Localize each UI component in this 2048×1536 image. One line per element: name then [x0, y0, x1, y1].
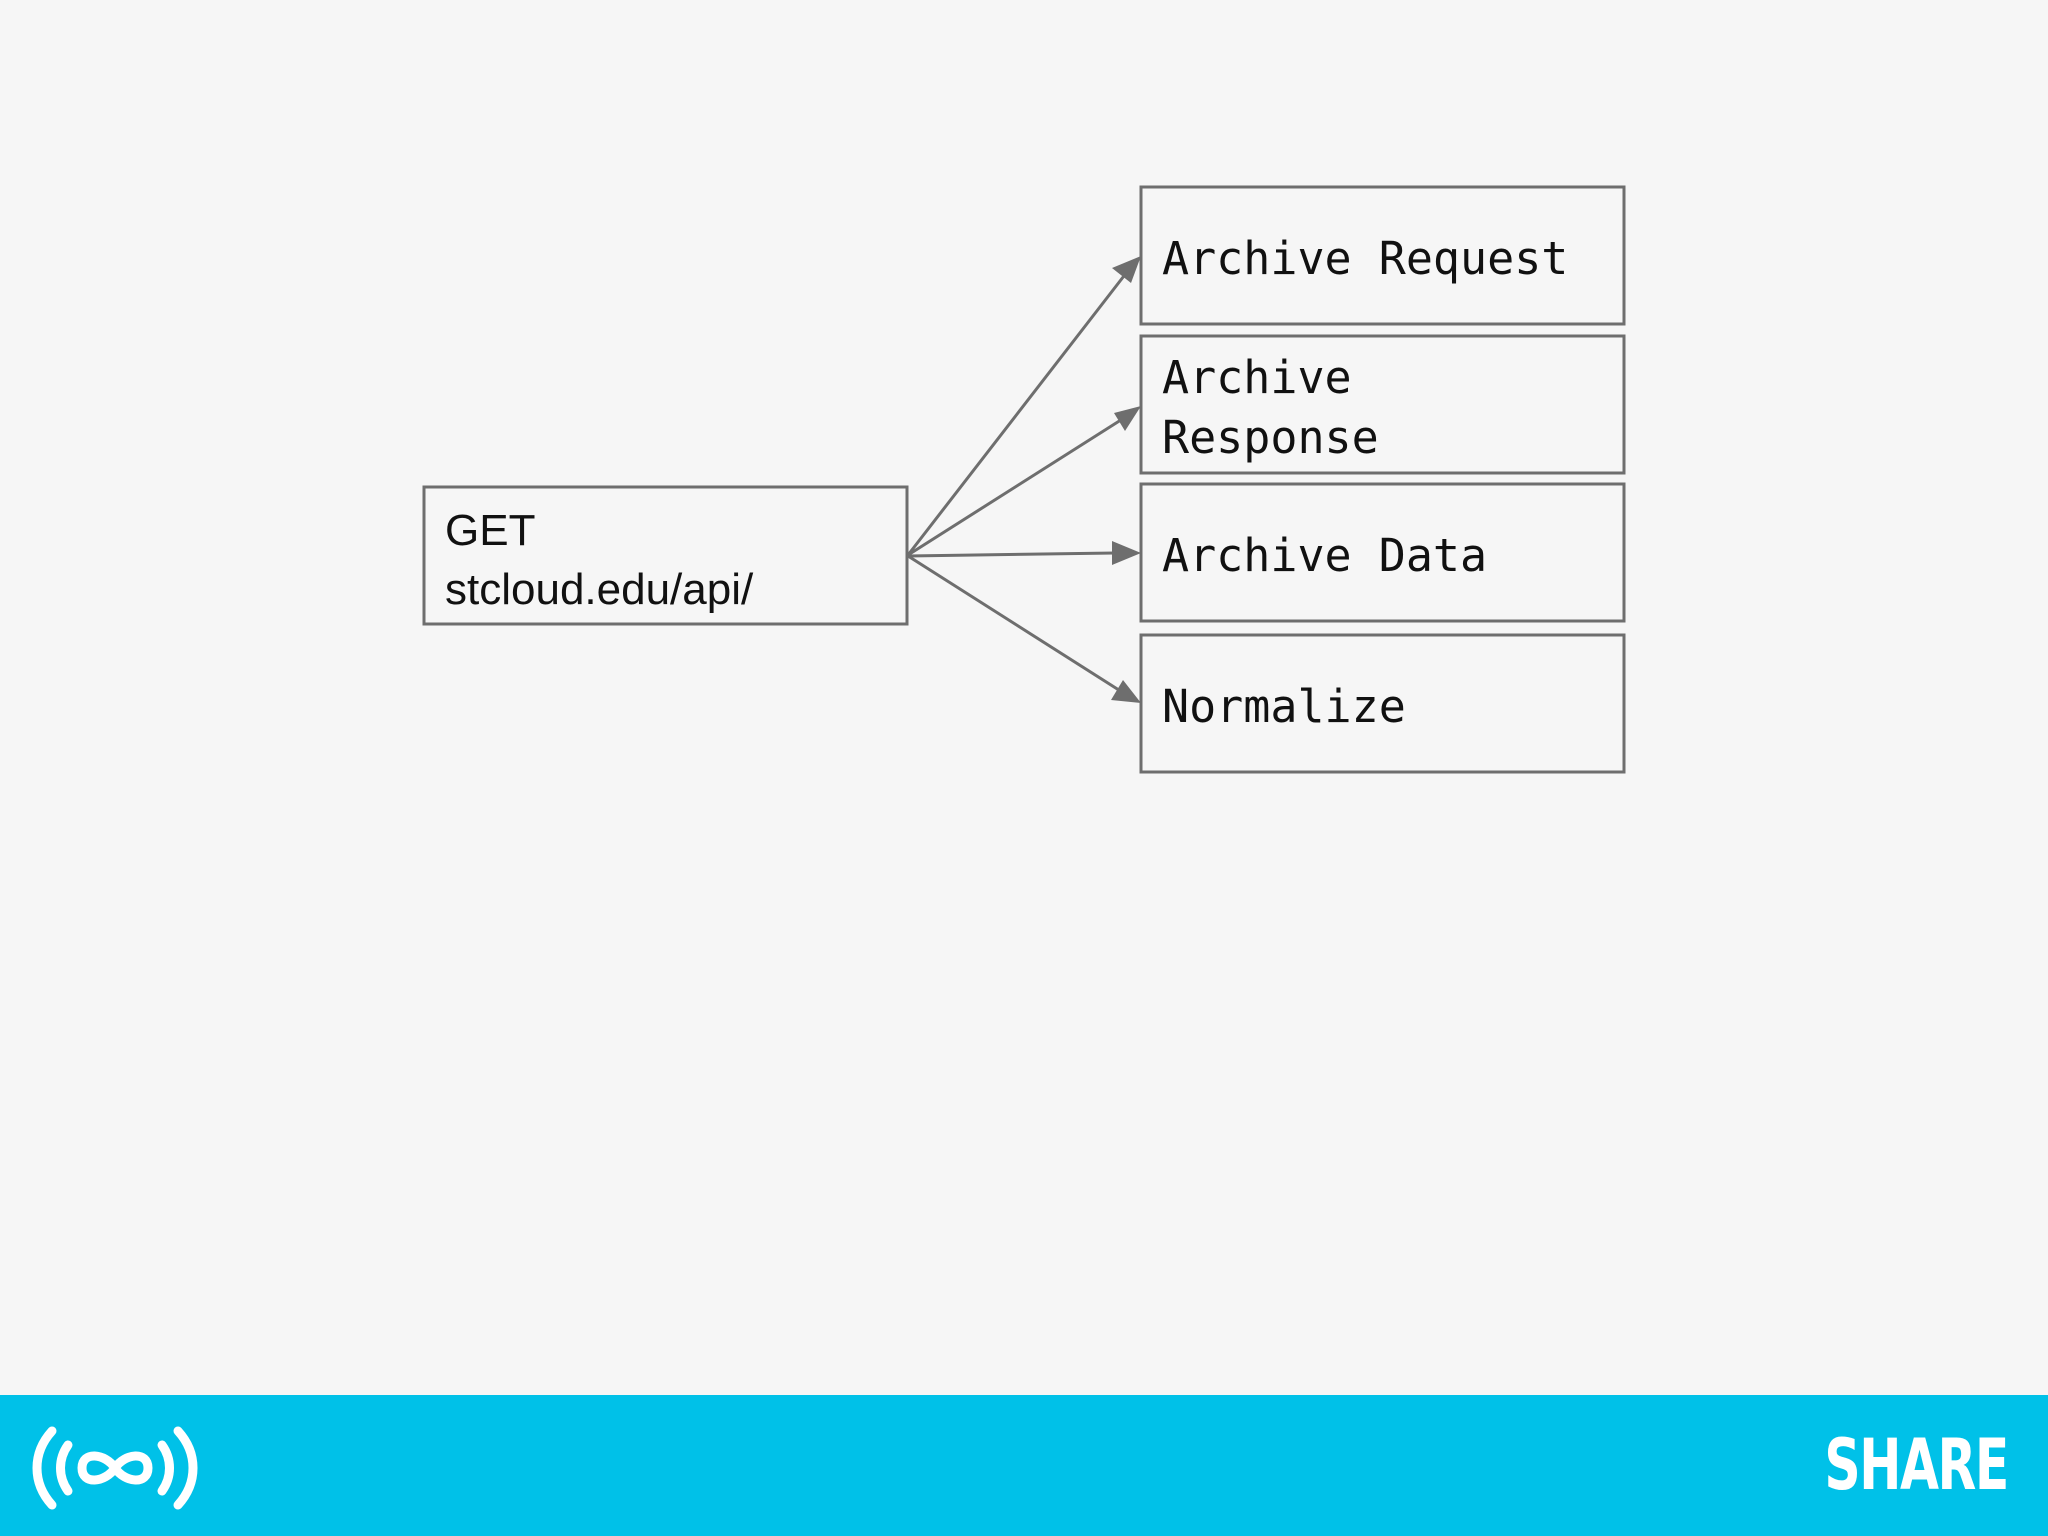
footer-bar: SHARE [0, 1395, 2048, 1536]
target-node-archive-request: Archive Request [1139, 185, 1626, 326]
target-label-line2: Response [1162, 411, 1379, 464]
arrowhead-icon [1112, 541, 1141, 565]
source-url-label: stcloud.edu/api/ [445, 565, 754, 614]
arrow-line [907, 551, 1116, 558]
arrow-to-archive-request [906, 256, 1141, 556]
arrow-line [907, 416, 1125, 557]
brand-logo-text: SHARE [1824, 1424, 2009, 1506]
target-label: Archive Data [1162, 529, 1487, 582]
target-node-normalize: Normalize [1139, 633, 1626, 774]
arrow-to-archive-response [907, 406, 1141, 557]
arrowhead-icon [1111, 680, 1141, 703]
target-box [1139, 185, 1626, 326]
arrowhead-icon [1112, 256, 1141, 283]
source-node: GET stcloud.edu/api/ [422, 485, 909, 626]
target-box [1139, 633, 1626, 774]
target-label: Archive Request [1162, 232, 1568, 285]
target-label-line1: Archive [1162, 351, 1352, 404]
source-method-label: GET [445, 506, 535, 555]
target-box [1139, 482, 1626, 623]
infinity-broadcast-icon [32, 1426, 198, 1510]
target-box [1139, 334, 1626, 475]
arrow-line [906, 271, 1129, 556]
target-label: Normalize [1162, 680, 1406, 733]
target-node-archive-response: Archive Response [1139, 334, 1626, 475]
arrow-line [907, 554, 1123, 694]
target-node-archive-data: Archive Data [1139, 482, 1626, 623]
source-box [422, 485, 909, 626]
arrow-to-archive-data [907, 541, 1141, 565]
arrowhead-icon [1114, 406, 1141, 431]
arrow-to-normalize [907, 554, 1141, 703]
flow-diagram: GET stcloud.edu/api/ Archive Request Arc… [422, 185, 1626, 774]
